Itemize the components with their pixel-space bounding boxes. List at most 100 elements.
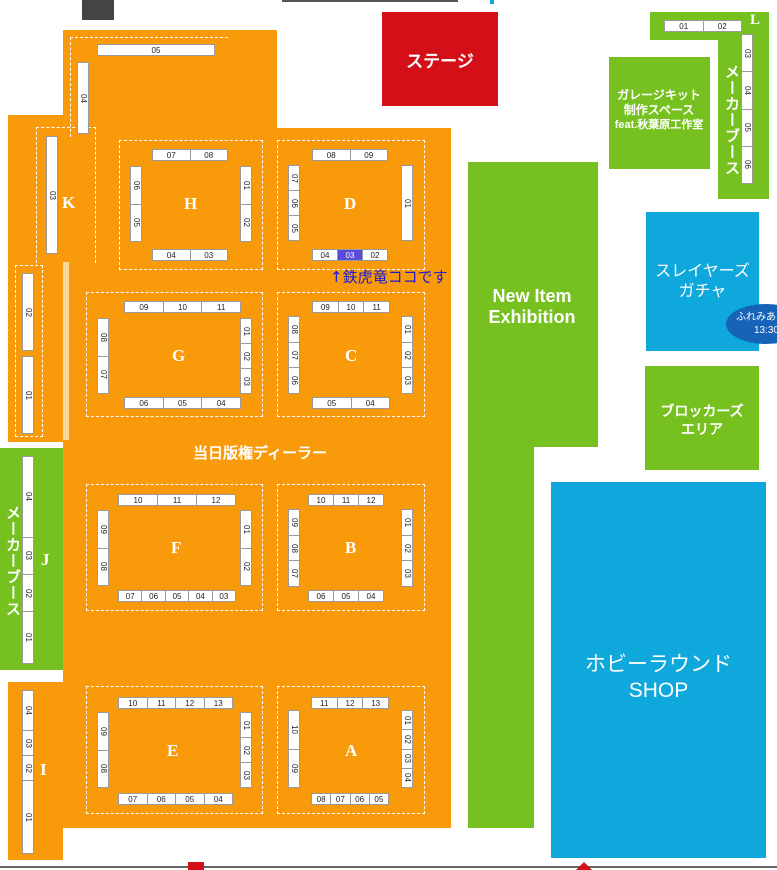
booth[interactable]: 04	[742, 71, 752, 108]
booth[interactable]: 04	[23, 706, 33, 715]
booth[interactable]: 05	[289, 215, 299, 240]
booth[interactable]: 05	[175, 794, 204, 804]
booth[interactable]: 11	[201, 302, 240, 312]
booth[interactable]: 07	[289, 560, 299, 586]
block-b[interactable]	[277, 484, 425, 611]
booth-bar-c-right[interactable]: 01 02 03	[401, 316, 413, 394]
booth-bar-g-bottom[interactable]: 06 05 04	[124, 397, 241, 409]
booth-bar-d-left[interactable]: 07 06 05	[288, 165, 300, 241]
booth[interactable]: 10	[133, 495, 143, 505]
booth-bar-b-right[interactable]: 01 02 03	[401, 509, 413, 587]
block-d[interactable]	[277, 140, 425, 270]
booth-bar-k03[interactable]: 03	[46, 136, 58, 254]
booth[interactable]: 01	[241, 326, 251, 336]
stage-area[interactable]: ステージ	[382, 12, 498, 106]
booth[interactable]: 09	[349, 150, 388, 160]
booth[interactable]: 08	[326, 150, 336, 160]
booth[interactable]: 04	[358, 591, 383, 601]
booth[interactable]: 03	[23, 730, 33, 755]
booth[interactable]: 01	[241, 180, 251, 190]
booth[interactable]: 13	[362, 698, 388, 708]
booth[interactable]: 05	[164, 591, 188, 601]
booth[interactable]: 10	[128, 698, 138, 708]
booth[interactable]: 08	[98, 547, 108, 586]
booth[interactable]: 06	[139, 398, 149, 408]
booth-bar-h-right[interactable]: 01 02	[240, 166, 252, 242]
booth[interactable]: 06	[289, 367, 299, 393]
booth[interactable]: 09	[98, 524, 108, 534]
booth[interactable]: 12	[336, 698, 363, 708]
booth-bar-e-left[interactable]: 09 08	[97, 712, 109, 788]
booth[interactable]: 01	[402, 324, 412, 334]
booth[interactable]: 02	[23, 307, 33, 317]
booth-bar-c-bottom[interactable]: 05 04	[312, 397, 390, 409]
booth[interactable]: 07	[289, 341, 299, 368]
booth[interactable]: 05	[742, 108, 752, 146]
booth[interactable]: 01	[241, 720, 251, 730]
booth[interactable]: 06	[349, 794, 369, 804]
booth[interactable]: 03	[742, 48, 752, 58]
booth-bar-f-top[interactable]: 10 11 12	[118, 494, 236, 506]
booth[interactable]: 08	[289, 534, 299, 561]
booth[interactable]: 02	[241, 343, 251, 368]
booth[interactable]: 13	[203, 698, 233, 708]
booth-bar-a-bottom[interactable]: 08 07 06 05	[311, 793, 389, 805]
booth-bar-e-right[interactable]: 01 02 03	[240, 712, 252, 788]
garage-kit-area[interactable]	[609, 57, 710, 169]
booth-bar-b-left[interactable]: 09 08 07	[288, 509, 300, 587]
booth[interactable]: 04	[188, 591, 211, 601]
booth[interactable]: 12	[196, 495, 235, 505]
booth[interactable]: 10	[162, 302, 202, 312]
booth[interactable]: 03	[23, 536, 33, 574]
booth[interactable]: 02	[402, 729, 412, 748]
booth[interactable]: 11	[146, 698, 176, 708]
booth[interactable]: 04	[78, 93, 88, 103]
booth[interactable]: 02	[402, 341, 412, 368]
booth-bar-e-bottom[interactable]: 07 06 05 04	[118, 793, 233, 805]
booth[interactable]: 02	[402, 534, 412, 561]
booth[interactable]: 08	[98, 749, 108, 788]
block-f[interactable]	[86, 484, 263, 611]
booth[interactable]: 01	[23, 780, 33, 853]
booth[interactable]: 02	[241, 203, 251, 242]
booth[interactable]: 07	[330, 794, 349, 804]
booth[interactable]: 07	[125, 591, 135, 601]
booth[interactable]: 02	[362, 250, 387, 260]
booth[interactable]: 01	[241, 524, 251, 534]
booth-bar-g-top[interactable]: 09 10 11	[124, 301, 241, 313]
booth[interactable]: 10	[316, 495, 326, 505]
booth[interactable]: 05	[151, 45, 161, 55]
booth[interactable]: 06	[742, 145, 752, 183]
booth[interactable]: 10	[289, 725, 299, 735]
booth-bar-k04[interactable]: 04	[77, 62, 89, 134]
block-h[interactable]	[119, 140, 263, 270]
dealer-block-i[interactable]	[8, 682, 63, 860]
booth[interactable]: 07	[289, 173, 299, 183]
booth[interactable]: 03	[402, 748, 412, 768]
booth[interactable]: 10	[337, 302, 364, 312]
booth-bar-f-bottom[interactable]: 07 06 05 04 03	[118, 590, 236, 602]
booth[interactable]: 03	[189, 250, 228, 260]
booth[interactable]: 05	[131, 203, 141, 242]
booth[interactable]: 09	[320, 302, 330, 312]
new-item-exhibition-area[interactable]	[468, 162, 598, 447]
booth[interactable]: 09	[289, 517, 299, 527]
booth[interactable]: 01	[402, 198, 412, 208]
booth[interactable]: 09	[289, 748, 299, 788]
booth[interactable]: 03	[241, 762, 251, 787]
block-e[interactable]	[86, 686, 263, 814]
booth-bar-l-right[interactable]: 03 04 05 06	[741, 34, 753, 184]
booth[interactable]: 08	[189, 150, 228, 160]
booth-bar-h-top[interactable]: 07 08	[152, 149, 228, 161]
booth-bar-a-right[interactable]: 01 02 03 04	[401, 710, 413, 788]
booth[interactable]: 04	[350, 398, 390, 408]
booth[interactable]: 05	[327, 398, 337, 408]
booth-bar-i[interactable]: 04 03 02 01	[22, 690, 34, 854]
booth[interactable]: 06	[146, 794, 176, 804]
booth[interactable]: 09	[139, 302, 149, 312]
block-c[interactable]	[277, 292, 425, 417]
booth[interactable]: 05	[368, 794, 388, 804]
booth[interactable]: 11	[333, 495, 358, 505]
booth[interactable]: 06	[316, 591, 326, 601]
booth[interactable]: 01	[23, 390, 33, 400]
